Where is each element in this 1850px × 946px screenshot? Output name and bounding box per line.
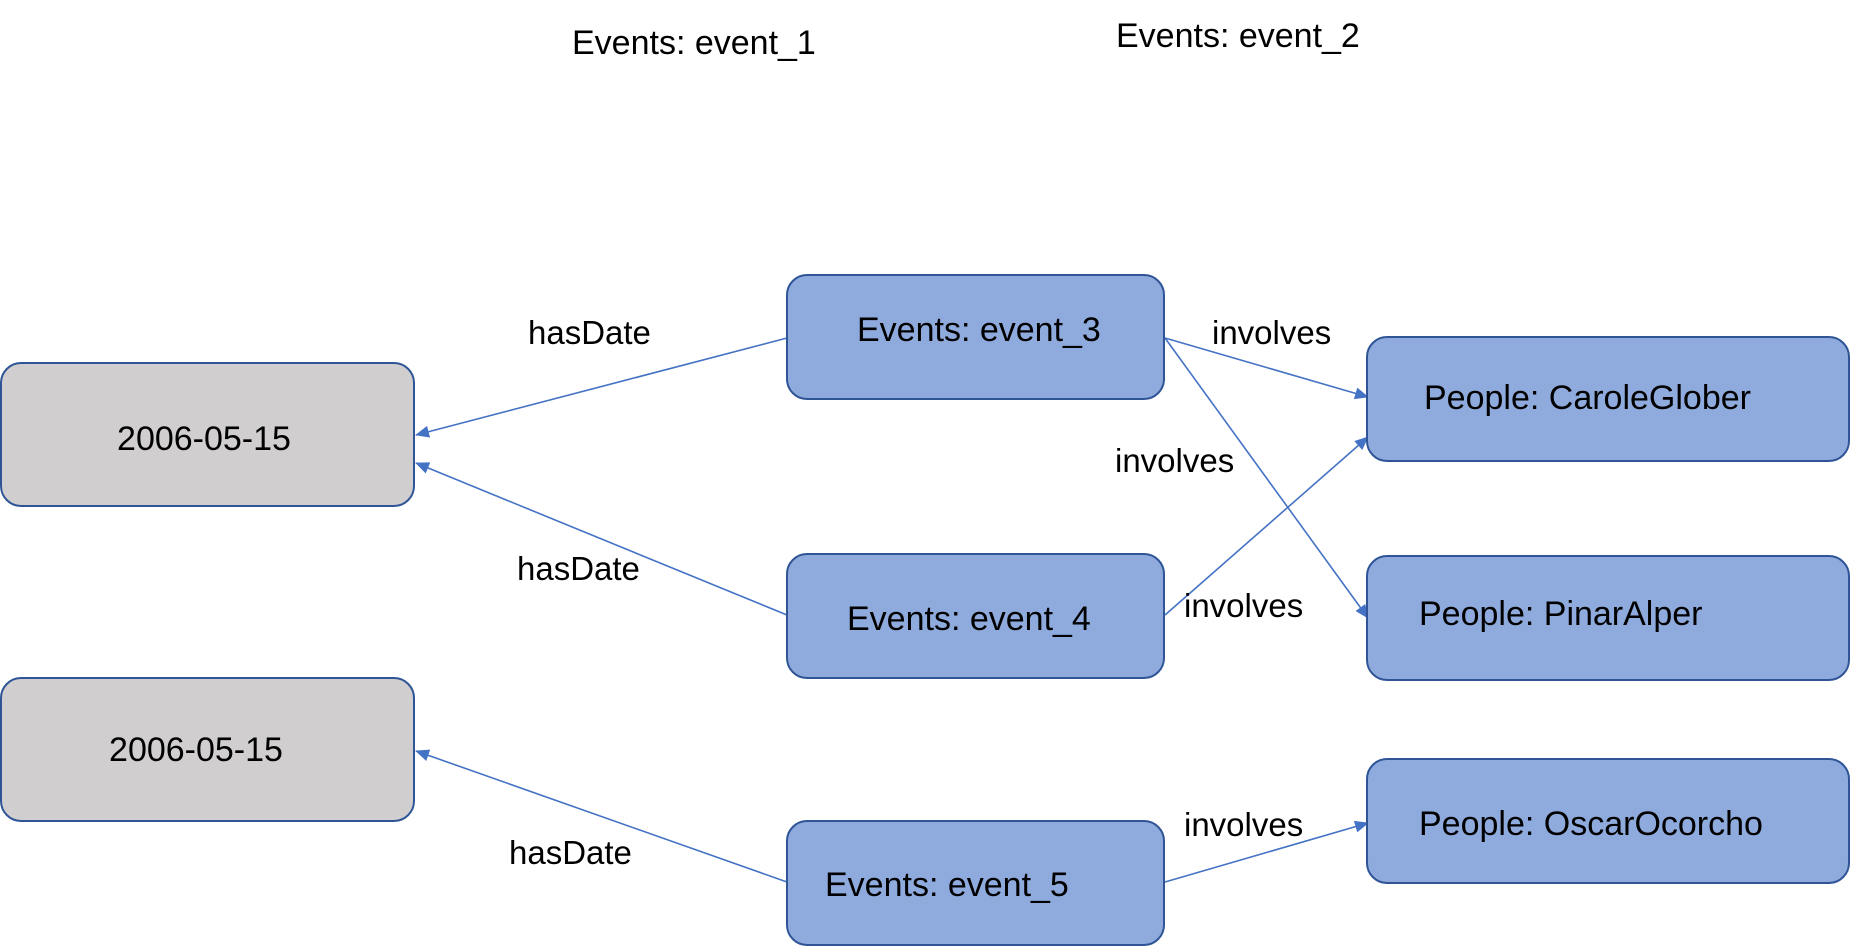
event-node-3-label: Events: event_3 <box>857 311 1101 349</box>
edge-event5-hasdate <box>415 749 788 883</box>
edge-label-event3-involves-carole: involves <box>1212 314 1331 351</box>
person-node-oscar-ocorcho-label: People: OscarOcorcho <box>1419 805 1763 843</box>
edge-label-event4-involves-carole: involves <box>1184 587 1303 624</box>
date-node-1: 2006-05-15 <box>0 362 415 507</box>
edge-label-event5-hasdate: hasDate <box>509 834 632 871</box>
date-node-1-label: 2006-05-15 <box>117 420 291 458</box>
edge-event3-hasdate <box>415 337 788 438</box>
event-node-5-label: Events: event_5 <box>825 866 1069 904</box>
person-node-pinar-alper: People: PinarAlper <box>1366 555 1850 681</box>
edge-event5-involves-oscar <box>1164 820 1369 883</box>
event-node-3: Events: event_3 <box>786 274 1165 400</box>
person-node-carole-glober-label: People: CaroleGlober <box>1424 379 1751 417</box>
person-node-carole-glober: People: CaroleGlober <box>1366 336 1850 462</box>
person-node-oscar-ocorcho: People: OscarOcorcho <box>1366 758 1850 884</box>
event-node-5: Events: event_5 <box>786 820 1165 946</box>
edge-event4-hasdate <box>415 462 788 616</box>
edge-label-event4-hasdate: hasDate <box>517 550 640 587</box>
free-label-event-1: Events: event_1 <box>572 24 816 62</box>
edge-event3-involves-pinar <box>1164 337 1369 619</box>
edge-label-event3-hasdate: hasDate <box>528 314 651 351</box>
free-label-event-2: Events: event_2 <box>1116 17 1360 55</box>
date-node-2: 2006-05-15 <box>0 677 415 822</box>
edge-label-event5-involves-oscar: involves <box>1184 806 1303 843</box>
edge-event4-involves-carole <box>1164 436 1369 616</box>
person-node-pinar-alper-label: People: PinarAlper <box>1419 595 1703 633</box>
date-node-2-label: 2006-05-15 <box>109 731 283 769</box>
edge-event3-involves-carole <box>1164 337 1369 400</box>
event-node-4-label: Events: event_4 <box>847 600 1091 638</box>
edge-label-event3-involves-pinar: involves <box>1115 442 1234 479</box>
event-node-4: Events: event_4 <box>786 553 1165 679</box>
